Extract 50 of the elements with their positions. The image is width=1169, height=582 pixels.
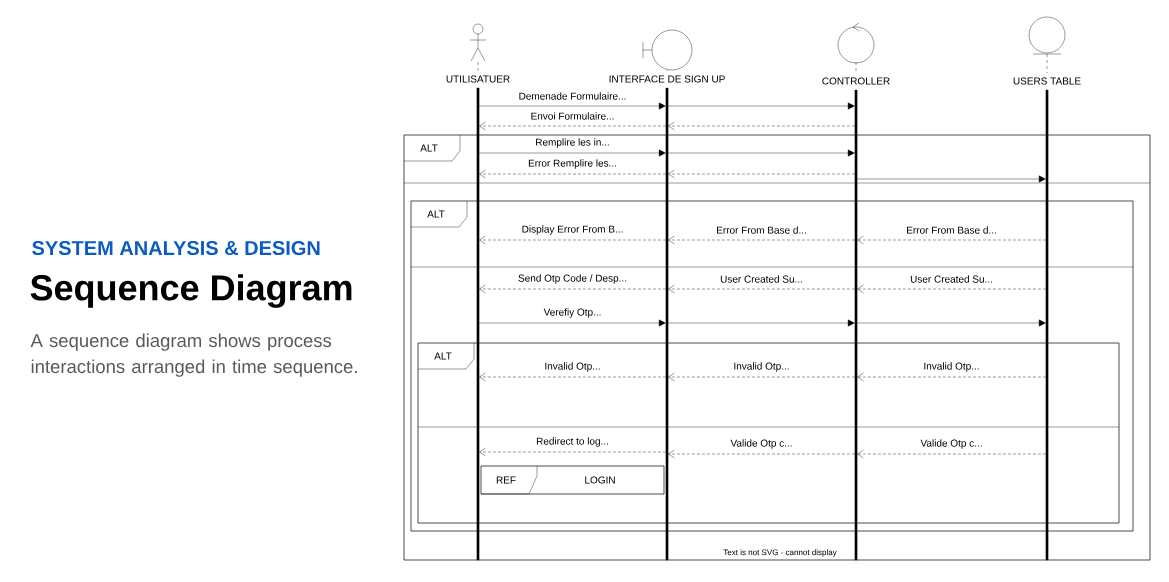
- message-arrow: [479, 121, 667, 131]
- message-arrow: [668, 284, 856, 294]
- message-arrow: [667, 102, 855, 110]
- edge-label: Envoi Formulaire...: [531, 112, 614, 120]
- node-label: CONTROLLER: [822, 77, 890, 85]
- message-arrow: [668, 235, 856, 245]
- message-arrow: [668, 121, 856, 131]
- message-arrow: [857, 235, 1047, 245]
- edge-label: Invalid Otp...: [545, 362, 600, 372]
- node-label: USERS TABLE: [1013, 77, 1081, 85]
- edge-label: Error From Base d...: [717, 226, 806, 234]
- edge-label: Error Remplire les...: [528, 159, 617, 169]
- message-arrow: [479, 169, 667, 179]
- message-arrow: [479, 372, 667, 382]
- message-arrow: [668, 449, 856, 459]
- node-label: INTERFACE DE SIGN UP: [609, 75, 725, 83]
- edge-label: Display Error From B...: [522, 225, 623, 235]
- description: A sequence diagram shows process interactions arranged in time sequence.: [30, 333, 357, 377]
- message-arrow: [479, 284, 667, 294]
- footnote: Text is not SVG - cannot display: [723, 549, 837, 557]
- edge-label: Verefiy Otp...: [543, 308, 601, 318]
- edge-label: Error From Base d...: [907, 226, 996, 234]
- edge-label: Invalid Otp...: [734, 362, 789, 372]
- message-arrow: [479, 235, 667, 245]
- edge-label: Send Otp Code / Desp...: [518, 274, 627, 284]
- edge-label: Valide Otp c...: [730, 439, 792, 449]
- message-arrow: [667, 319, 855, 327]
- message-arrow: [478, 149, 666, 157]
- edge-label: User Created Su...: [720, 275, 802, 283]
- message-arrow: [857, 284, 1047, 294]
- message-arrow: [857, 372, 1047, 382]
- edge-label: Valide Otp c...: [920, 439, 982, 449]
- edge-label: Remplire les in...: [536, 138, 609, 148]
- category-heading: SYSTEM ANALYSIS & DESIGN: [32, 240, 320, 256]
- edge-label: Demenade Formulaire...: [519, 92, 626, 100]
- edge-label: User Created Su...: [910, 275, 992, 283]
- message-arrow: [667, 149, 855, 157]
- node-label: UTILISATUER: [446, 75, 510, 83]
- edge-label: Redirect to log...: [536, 437, 608, 447]
- message-arrow: [478, 319, 666, 327]
- message-arrow: [856, 175, 1046, 183]
- message-arrow: [479, 447, 667, 457]
- title: Sequence Diagram: [30, 274, 352, 308]
- ref-fragment: REF LOGIN: [480, 465, 665, 495]
- message-arrow: [857, 449, 1047, 459]
- edge-label: Invalid Otp...: [924, 362, 979, 372]
- message-arrow: [668, 169, 856, 179]
- message-arrow: [478, 102, 666, 110]
- message-arrow: [668, 372, 856, 382]
- message-arrow: [856, 319, 1046, 327]
